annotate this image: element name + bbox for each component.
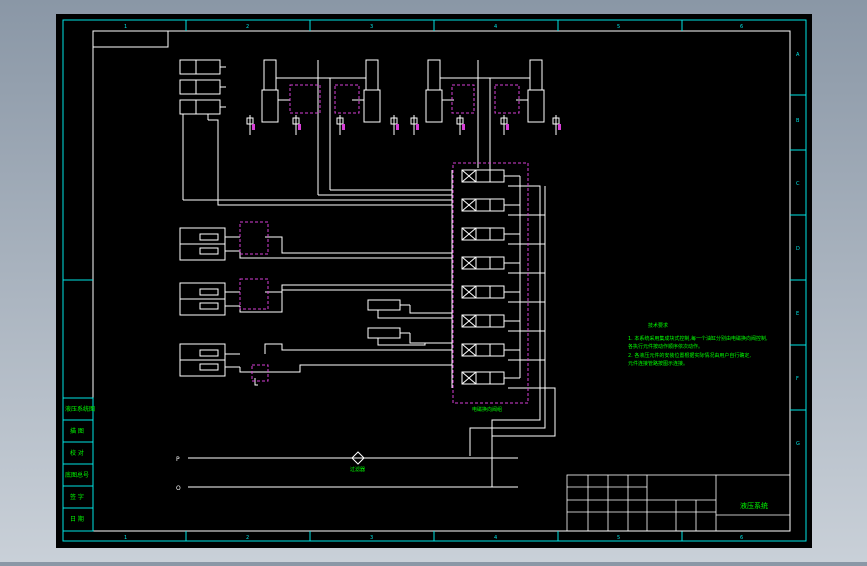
clamp-unit-left — [261, 59, 452, 196]
strip-cell-label: 校 对 — [70, 449, 84, 457]
cad-canvas — [56, 14, 812, 548]
strip-cell-label: 日 期 — [70, 515, 84, 523]
grid-zone-labels: 1 2 3 4 5 6 1 2 3 4 5 6 A B C D E F G — [124, 24, 800, 541]
tech-note-line: 2. 各液压元件的安装位置根据实际情况由用户自行确定, — [628, 352, 751, 359]
valve-row — [461, 227, 520, 241]
grid-row-label: F — [796, 376, 799, 382]
strip-cell-label: 液压系统图 — [65, 405, 95, 413]
tech-note-line: 1. 本系统采用集成块式控制,每一个油缸分别由电磁换向阀控制, — [628, 335, 768, 342]
grid-row-label: E — [796, 311, 799, 317]
grid-col-label: 1 — [124, 24, 127, 30]
tech-notes-heading: 技术要求 — [648, 322, 668, 329]
valve-row — [461, 371, 520, 385]
grid-row-label: D — [796, 246, 800, 252]
gauge-stubs — [252, 124, 561, 130]
technical-requirements: 技术要求 1. 本系统采用集成块式控制,每一个油缸分别由电磁换向阀控制, 各执行… — [628, 322, 768, 367]
tech-note-line: 各执行元件按动作顺序依次动作。 — [628, 343, 703, 350]
grid-col-label: 5 — [617, 24, 620, 30]
valve-row — [461, 256, 520, 270]
return-line-label: O — [176, 485, 181, 492]
grid-row-label: C — [796, 181, 800, 187]
dashed-subassemblies — [239, 84, 529, 404]
grid-col-label: 4 — [494, 535, 497, 541]
mid-cylinder-group-1 — [179, 227, 452, 261]
valve-row — [461, 343, 520, 357]
pressure-line-label: P — [176, 456, 180, 463]
valve-row — [461, 169, 520, 183]
center-cylinders — [367, 299, 452, 346]
title-block-drawing-name: 液压系统 — [740, 501, 768, 510]
valve-row — [461, 198, 520, 212]
grid-col-label: 6 — [740, 24, 743, 30]
title-block — [566, 474, 791, 532]
grid-col-label: 3 — [370, 535, 373, 541]
grid-col-label: 6 — [740, 535, 743, 541]
valve-group-label: 电磁换向阀组 — [472, 406, 502, 413]
mid-cylinder-group-2 — [179, 282, 452, 316]
left-binding-strip: 液压系统图 描 图 校 对 底图总号 签 字 日 期 — [62, 397, 95, 532]
top-left-cylinders — [179, 59, 452, 206]
valve-manifold — [451, 169, 556, 456]
grid-col-label: 3 — [370, 24, 373, 30]
mid-cylinder-group-3 — [179, 343, 452, 386]
filter-symbol — [351, 451, 365, 465]
schematic — [179, 59, 560, 488]
gauge-set — [246, 115, 560, 135]
valve-row — [461, 314, 520, 328]
strip-cell-label: 签 字 — [70, 493, 84, 501]
grid-row-label: A — [796, 52, 800, 58]
grid-row-label: B — [796, 118, 800, 124]
corner-mark-box — [92, 30, 169, 48]
grid-col-label: 1 — [124, 535, 127, 541]
filter-label: 过滤器 — [350, 466, 365, 473]
drawing-frame — [92, 30, 791, 532]
grid-col-label: 2 — [246, 24, 249, 30]
valve-row — [461, 285, 520, 299]
grid-col-label: 4 — [494, 24, 497, 30]
grid-zone-ticks — [63, 20, 806, 541]
clamp-unit-right — [425, 59, 545, 172]
grid-row-label: G — [796, 441, 800, 447]
strip-cell-label: 底图总号 — [65, 471, 89, 479]
grid-col-label: 2 — [246, 535, 249, 541]
grid-col-label: 5 — [617, 535, 620, 541]
tech-note-line: 元件连接管路按图示连接。 — [628, 360, 688, 367]
strip-cell-label: 描 图 — [70, 427, 84, 435]
